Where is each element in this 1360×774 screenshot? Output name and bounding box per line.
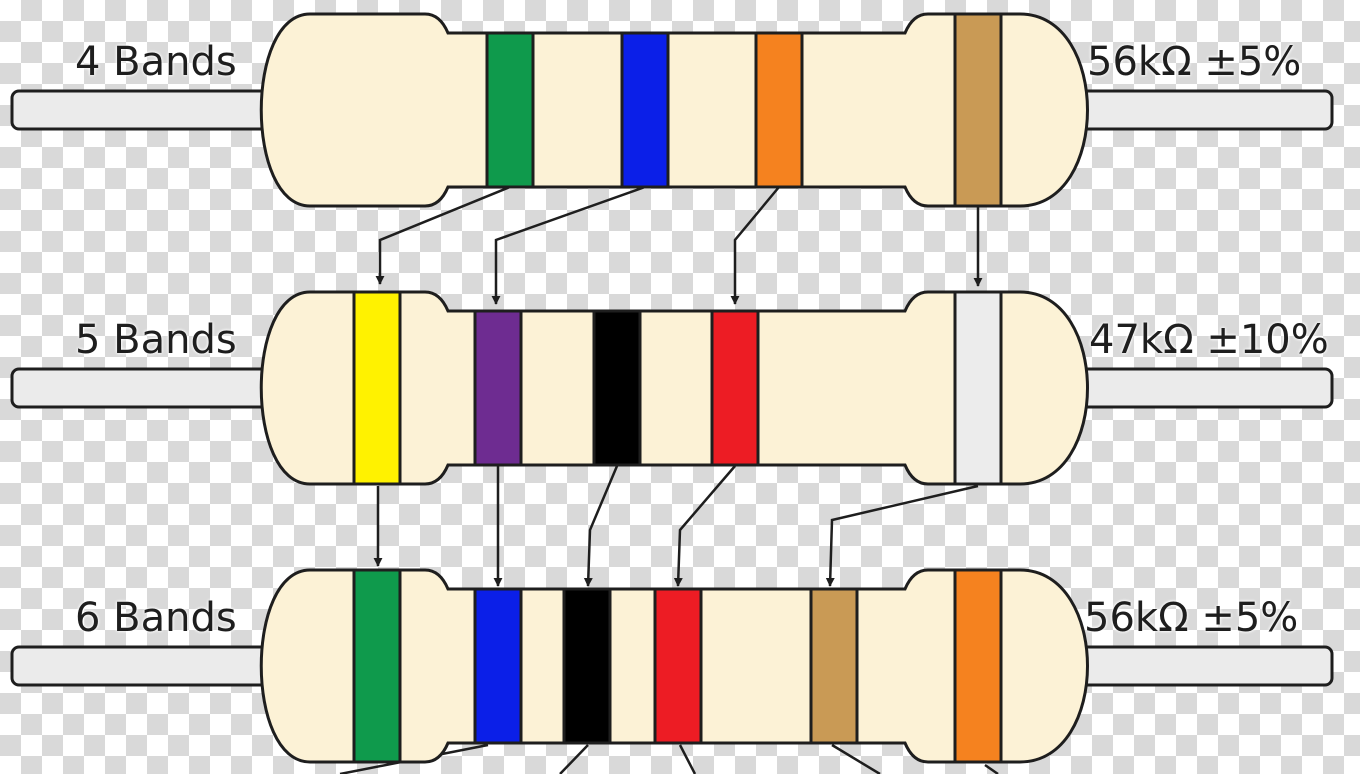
- left-lead: [12, 369, 282, 407]
- band-red: [712, 311, 758, 465]
- connector-line: [985, 765, 998, 774]
- resistors: [12, 14, 1332, 762]
- band-green: [487, 33, 533, 187]
- left-lead: [12, 91, 282, 129]
- resistor-4-value: 56kΩ ±5%: [1087, 42, 1301, 82]
- band-orange: [955, 570, 1001, 762]
- band-red: [655, 589, 701, 743]
- left-lead: [12, 647, 282, 685]
- connector-arrow: [496, 187, 645, 304]
- resistor-5-value: 47kΩ ±10%: [1089, 320, 1329, 360]
- connector-line: [560, 745, 588, 774]
- right-lead: [1070, 647, 1332, 685]
- resistor-6-value: 56kΩ ±5%: [1084, 598, 1298, 638]
- band-silver: [955, 292, 1001, 484]
- connector-line: [832, 745, 880, 774]
- connector-arrow: [735, 187, 779, 304]
- band-green: [354, 570, 400, 762]
- band-blue: [475, 589, 521, 743]
- connector-line: [680, 745, 695, 774]
- band-yellow: [354, 292, 400, 484]
- band-gold: [955, 14, 1001, 206]
- connector-arrow: [588, 466, 617, 586]
- resistor-5-label: 5 Bands: [75, 320, 237, 360]
- band-gold: [811, 589, 857, 743]
- resistor-6-label: 6 Bands: [75, 598, 237, 638]
- band-black: [594, 311, 640, 465]
- band-blue: [622, 33, 668, 187]
- resistor-4-label: 4 Bands: [75, 42, 237, 82]
- band-violet: [475, 311, 521, 465]
- right-lead: [1070, 369, 1332, 407]
- band-black: [564, 589, 610, 743]
- band-orange: [756, 33, 802, 187]
- connector-arrow: [678, 466, 735, 586]
- right-lead: [1070, 91, 1332, 129]
